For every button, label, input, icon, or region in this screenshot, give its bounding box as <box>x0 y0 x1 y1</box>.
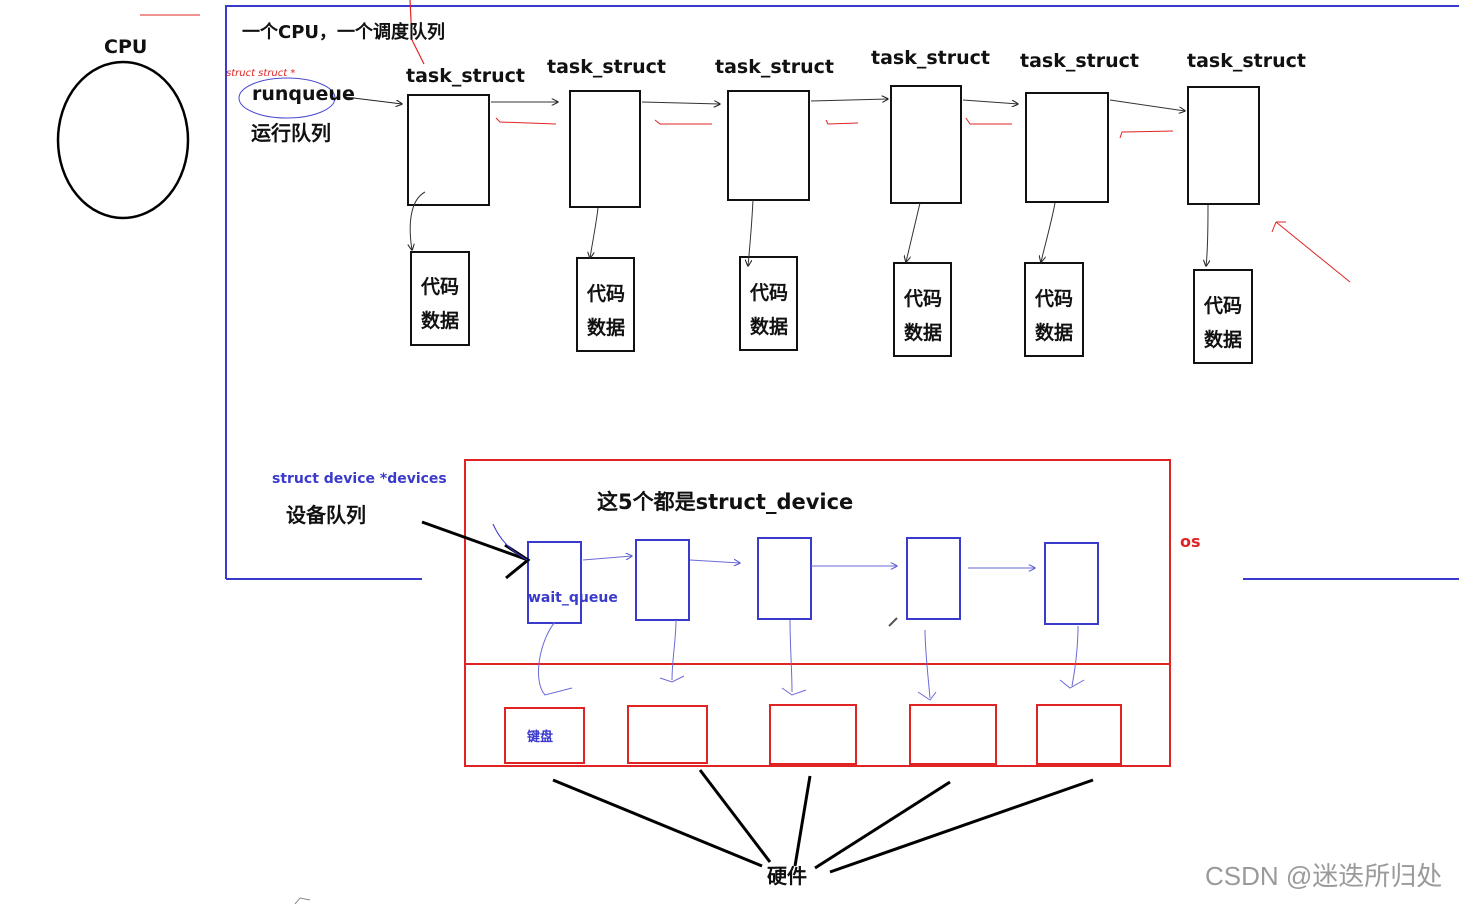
devices-chinese: 设备队列 <box>286 503 366 527</box>
runqueue-circle <box>238 77 336 119</box>
watermark: CSDN @迷迭所归处 <box>1205 861 1443 891</box>
device-next-arrows <box>582 556 1035 568</box>
code-data-boxes <box>410 251 1253 364</box>
task-label-4: task_struct <box>871 47 990 69</box>
data-text-3: 数据 <box>750 316 789 338</box>
runqueue-arrow <box>344 96 402 104</box>
runqueue-chinese: 运行队列 <box>251 121 331 145</box>
code-text-4: 代码 <box>904 288 943 310</box>
task-boxes <box>407 85 1260 208</box>
hardware-box-4 <box>909 704 997 765</box>
data-text-6: 数据 <box>1204 329 1243 351</box>
os-title: 一个CPU，一个调度队列 <box>242 22 446 43</box>
code-text-6: 代码 <box>1204 295 1243 317</box>
hardware-lines <box>552 769 1094 874</box>
code-box-2 <box>576 257 635 352</box>
code-box-1 <box>410 251 470 346</box>
device-box-4 <box>906 537 961 620</box>
task-label-3: task_struct <box>715 56 834 78</box>
hardware-box-3 <box>769 704 857 765</box>
code-text-5: 代码 <box>1035 288 1074 310</box>
os-label: os <box>1180 532 1201 551</box>
prev-arrows <box>495 117 1351 283</box>
task-label-5: task_struct <box>1020 50 1139 72</box>
device-down-arrows <box>538 619 1085 701</box>
code-text-2: 代码 <box>587 283 626 305</box>
runqueue-name: runqueue <box>252 83 355 105</box>
data-text-1: 数据 <box>421 310 460 332</box>
devices-annotation: struct device *devices <box>272 471 447 487</box>
next-arrows <box>491 99 1185 111</box>
stray-mark-bottom <box>294 897 311 904</box>
task-label-2: task_struct <box>547 56 666 78</box>
task-box-4 <box>890 85 962 204</box>
task-label-6: task_struct <box>1187 50 1306 72</box>
hardware-box-2 <box>627 705 708 764</box>
runqueue-annotation: struct struct * <box>226 68 296 79</box>
data-text-5: 数据 <box>1035 322 1074 344</box>
cpu-circle <box>56 60 190 220</box>
task-box-5 <box>1025 92 1109 203</box>
device-box-5 <box>1044 542 1099 625</box>
device-frame <box>464 459 1171 767</box>
hardware-keyboard-label: 键盘 <box>527 730 554 745</box>
hardware-box-1 <box>504 707 585 764</box>
device-box-1 <box>527 541 582 624</box>
pencil-mark <box>888 617 898 627</box>
device-boxes <box>527 537 1099 625</box>
code-text-3: 代码 <box>750 282 789 304</box>
code-box-3 <box>739 256 798 351</box>
hardware-boxes <box>504 704 1122 765</box>
os-frame <box>225 5 1459 579</box>
task-box-1 <box>407 94 490 206</box>
data-text-2: 数据 <box>587 317 626 339</box>
hardware-box-5 <box>1036 704 1122 765</box>
devices-pointer-thin <box>492 523 528 561</box>
devices-note: 这5个都是struct_device <box>597 490 854 514</box>
device-box-2 <box>635 539 690 621</box>
task-box-3 <box>727 90 810 201</box>
code-box-6 <box>1193 269 1253 364</box>
data-text-4: 数据 <box>904 322 943 344</box>
code-box-5 <box>1024 262 1084 357</box>
task-box-2 <box>569 90 641 208</box>
code-text-1: 代码 <box>421 276 460 298</box>
cpu-label: CPU <box>104 36 148 58</box>
task-label-1: task_struct <box>406 65 525 87</box>
task-box-6 <box>1187 86 1260 205</box>
red-stray-mark <box>409 0 425 65</box>
code-box-4 <box>893 262 952 357</box>
wait-queue-label: wait_queue <box>528 590 618 606</box>
task-code-arrows <box>410 191 1208 266</box>
device-box-3 <box>757 537 812 620</box>
hardware-label: 硬件 <box>767 864 807 888</box>
